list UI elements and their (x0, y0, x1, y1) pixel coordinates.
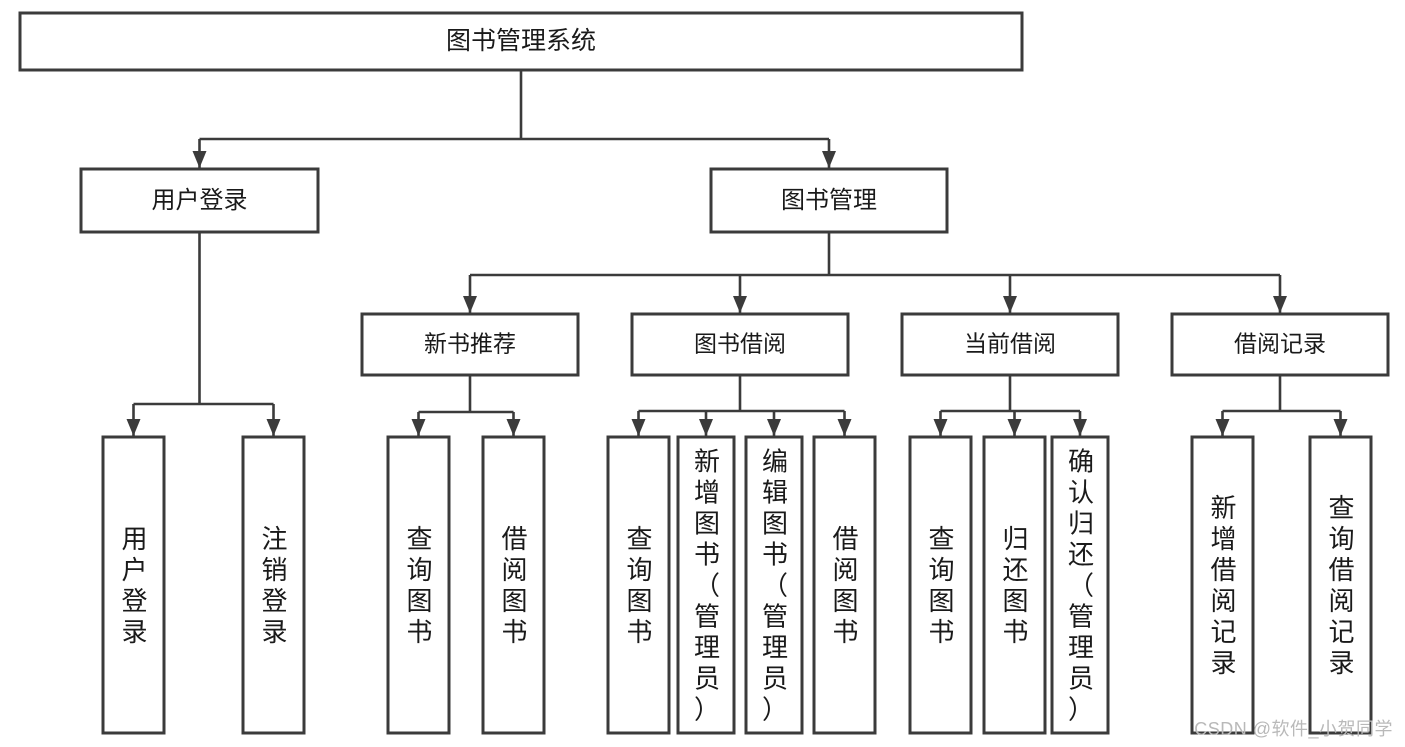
node-label: 注销登录 (261, 524, 287, 647)
node-box (79, 167, 320, 234)
node-label: 用户登录 (152, 187, 248, 214)
node-label: 查询图书 (626, 524, 652, 647)
arrow-head-icon (933, 419, 948, 436)
node-box (744, 435, 804, 735)
node-leaf-add-book[interactable]: 新增图书（管理员） (676, 435, 736, 735)
arrow-head-icon (822, 151, 836, 168)
node-box (1190, 435, 1255, 735)
node-box (386, 435, 451, 735)
arrow-head-icon (1003, 296, 1017, 313)
node-label: 图书管理 (781, 187, 877, 214)
arrow-head-icon (506, 419, 521, 436)
arrow-head-icon (767, 419, 781, 436)
node-box (101, 435, 166, 735)
node-box (908, 435, 973, 735)
node-label: 新增借阅记录 (1210, 493, 1236, 678)
arrow-head-icon (463, 296, 477, 313)
node-leaf-query-record[interactable]: 查询借阅记录 (1308, 435, 1373, 735)
node-box (18, 11, 1024, 72)
arrow-head-icon (837, 419, 852, 436)
node-new-book-rec[interactable]: 新书推荐 (360, 312, 580, 377)
node-book-manage[interactable]: 图书管理 (709, 167, 949, 234)
node-box (1050, 435, 1110, 735)
node-box (481, 435, 546, 735)
node-borrow-record[interactable]: 借阅记录 (1170, 312, 1390, 377)
arrow-head-icon (733, 296, 747, 313)
node-layer: 图书管理系统用户登录图书管理新书推荐图书借阅当前借阅借阅记录用户登录注销登录查询… (18, 11, 1390, 735)
watermark-text: CSDN @软件_小贺同学 (1194, 719, 1393, 739)
node-leaf-query-book-1[interactable]: 查询图书 (386, 435, 451, 735)
arrow-head-icon (126, 419, 141, 436)
node-label: 借阅图书 (832, 524, 858, 647)
node-root[interactable]: 图书管理系统 (18, 11, 1024, 72)
arrow-head-icon (1007, 419, 1022, 436)
node-label: 图书管理系统 (446, 27, 596, 55)
arrow-head-icon (1273, 296, 1287, 313)
node-user-login[interactable]: 用户登录 (79, 167, 320, 234)
node-label: 查询借阅记录 (1328, 493, 1354, 678)
node-label: 查询图书 (406, 524, 432, 647)
node-leaf-return-book[interactable]: 归还图书 (982, 435, 1047, 735)
node-label: 当前借阅 (964, 331, 1056, 357)
node-leaf-confirm-return[interactable]: 确认归还（管理员） (1050, 435, 1110, 735)
node-label: 借阅图书 (501, 524, 527, 647)
node-box (360, 312, 580, 377)
node-label: 新增图书（管理员） (694, 446, 720, 724)
arrow-head-icon (266, 419, 281, 436)
node-box (1170, 312, 1390, 377)
node-book-borrow[interactable]: 图书借阅 (630, 312, 850, 377)
node-box (1308, 435, 1373, 735)
node-box (606, 435, 671, 735)
arrow-head-icon (1073, 419, 1087, 436)
node-label: 用户登录 (121, 524, 147, 647)
node-leaf-logout[interactable]: 注销登录 (241, 435, 306, 735)
connector-layer (126, 70, 1348, 436)
node-label: 编辑图书（管理员） (762, 446, 788, 724)
node-box (676, 435, 736, 735)
arrow-head-icon (1333, 419, 1348, 436)
node-leaf-borrow-book-1[interactable]: 借阅图书 (481, 435, 546, 735)
arrow-head-icon (699, 419, 713, 436)
node-box (241, 435, 306, 735)
arrow-head-icon (411, 419, 426, 436)
arrow-head-icon (631, 419, 646, 436)
node-label: 图书借阅 (694, 331, 786, 357)
node-box (630, 312, 850, 377)
node-box (812, 435, 877, 735)
node-leaf-add-record[interactable]: 新增借阅记录 (1190, 435, 1255, 735)
node-leaf-query-book-2[interactable]: 查询图书 (606, 435, 671, 735)
arrow-head-icon (1215, 419, 1230, 436)
node-label: 归还图书 (1002, 524, 1028, 647)
node-leaf-edit-book[interactable]: 编辑图书（管理员） (744, 435, 804, 735)
node-leaf-borrow-book-2[interactable]: 借阅图书 (812, 435, 877, 735)
node-label: 确认归还（管理员） (1068, 446, 1094, 724)
node-label: 借阅记录 (1234, 331, 1326, 357)
node-label: 新书推荐 (424, 331, 516, 357)
node-label: 查询图书 (928, 524, 954, 647)
node-leaf-user-login[interactable]: 用户登录 (101, 435, 166, 735)
node-current-borrow[interactable]: 当前借阅 (900, 312, 1120, 377)
node-box (900, 312, 1120, 377)
node-box (982, 435, 1047, 735)
node-box (709, 167, 949, 234)
arrow-head-icon (192, 151, 207, 168)
node-leaf-query-book-3[interactable]: 查询图书 (908, 435, 973, 735)
